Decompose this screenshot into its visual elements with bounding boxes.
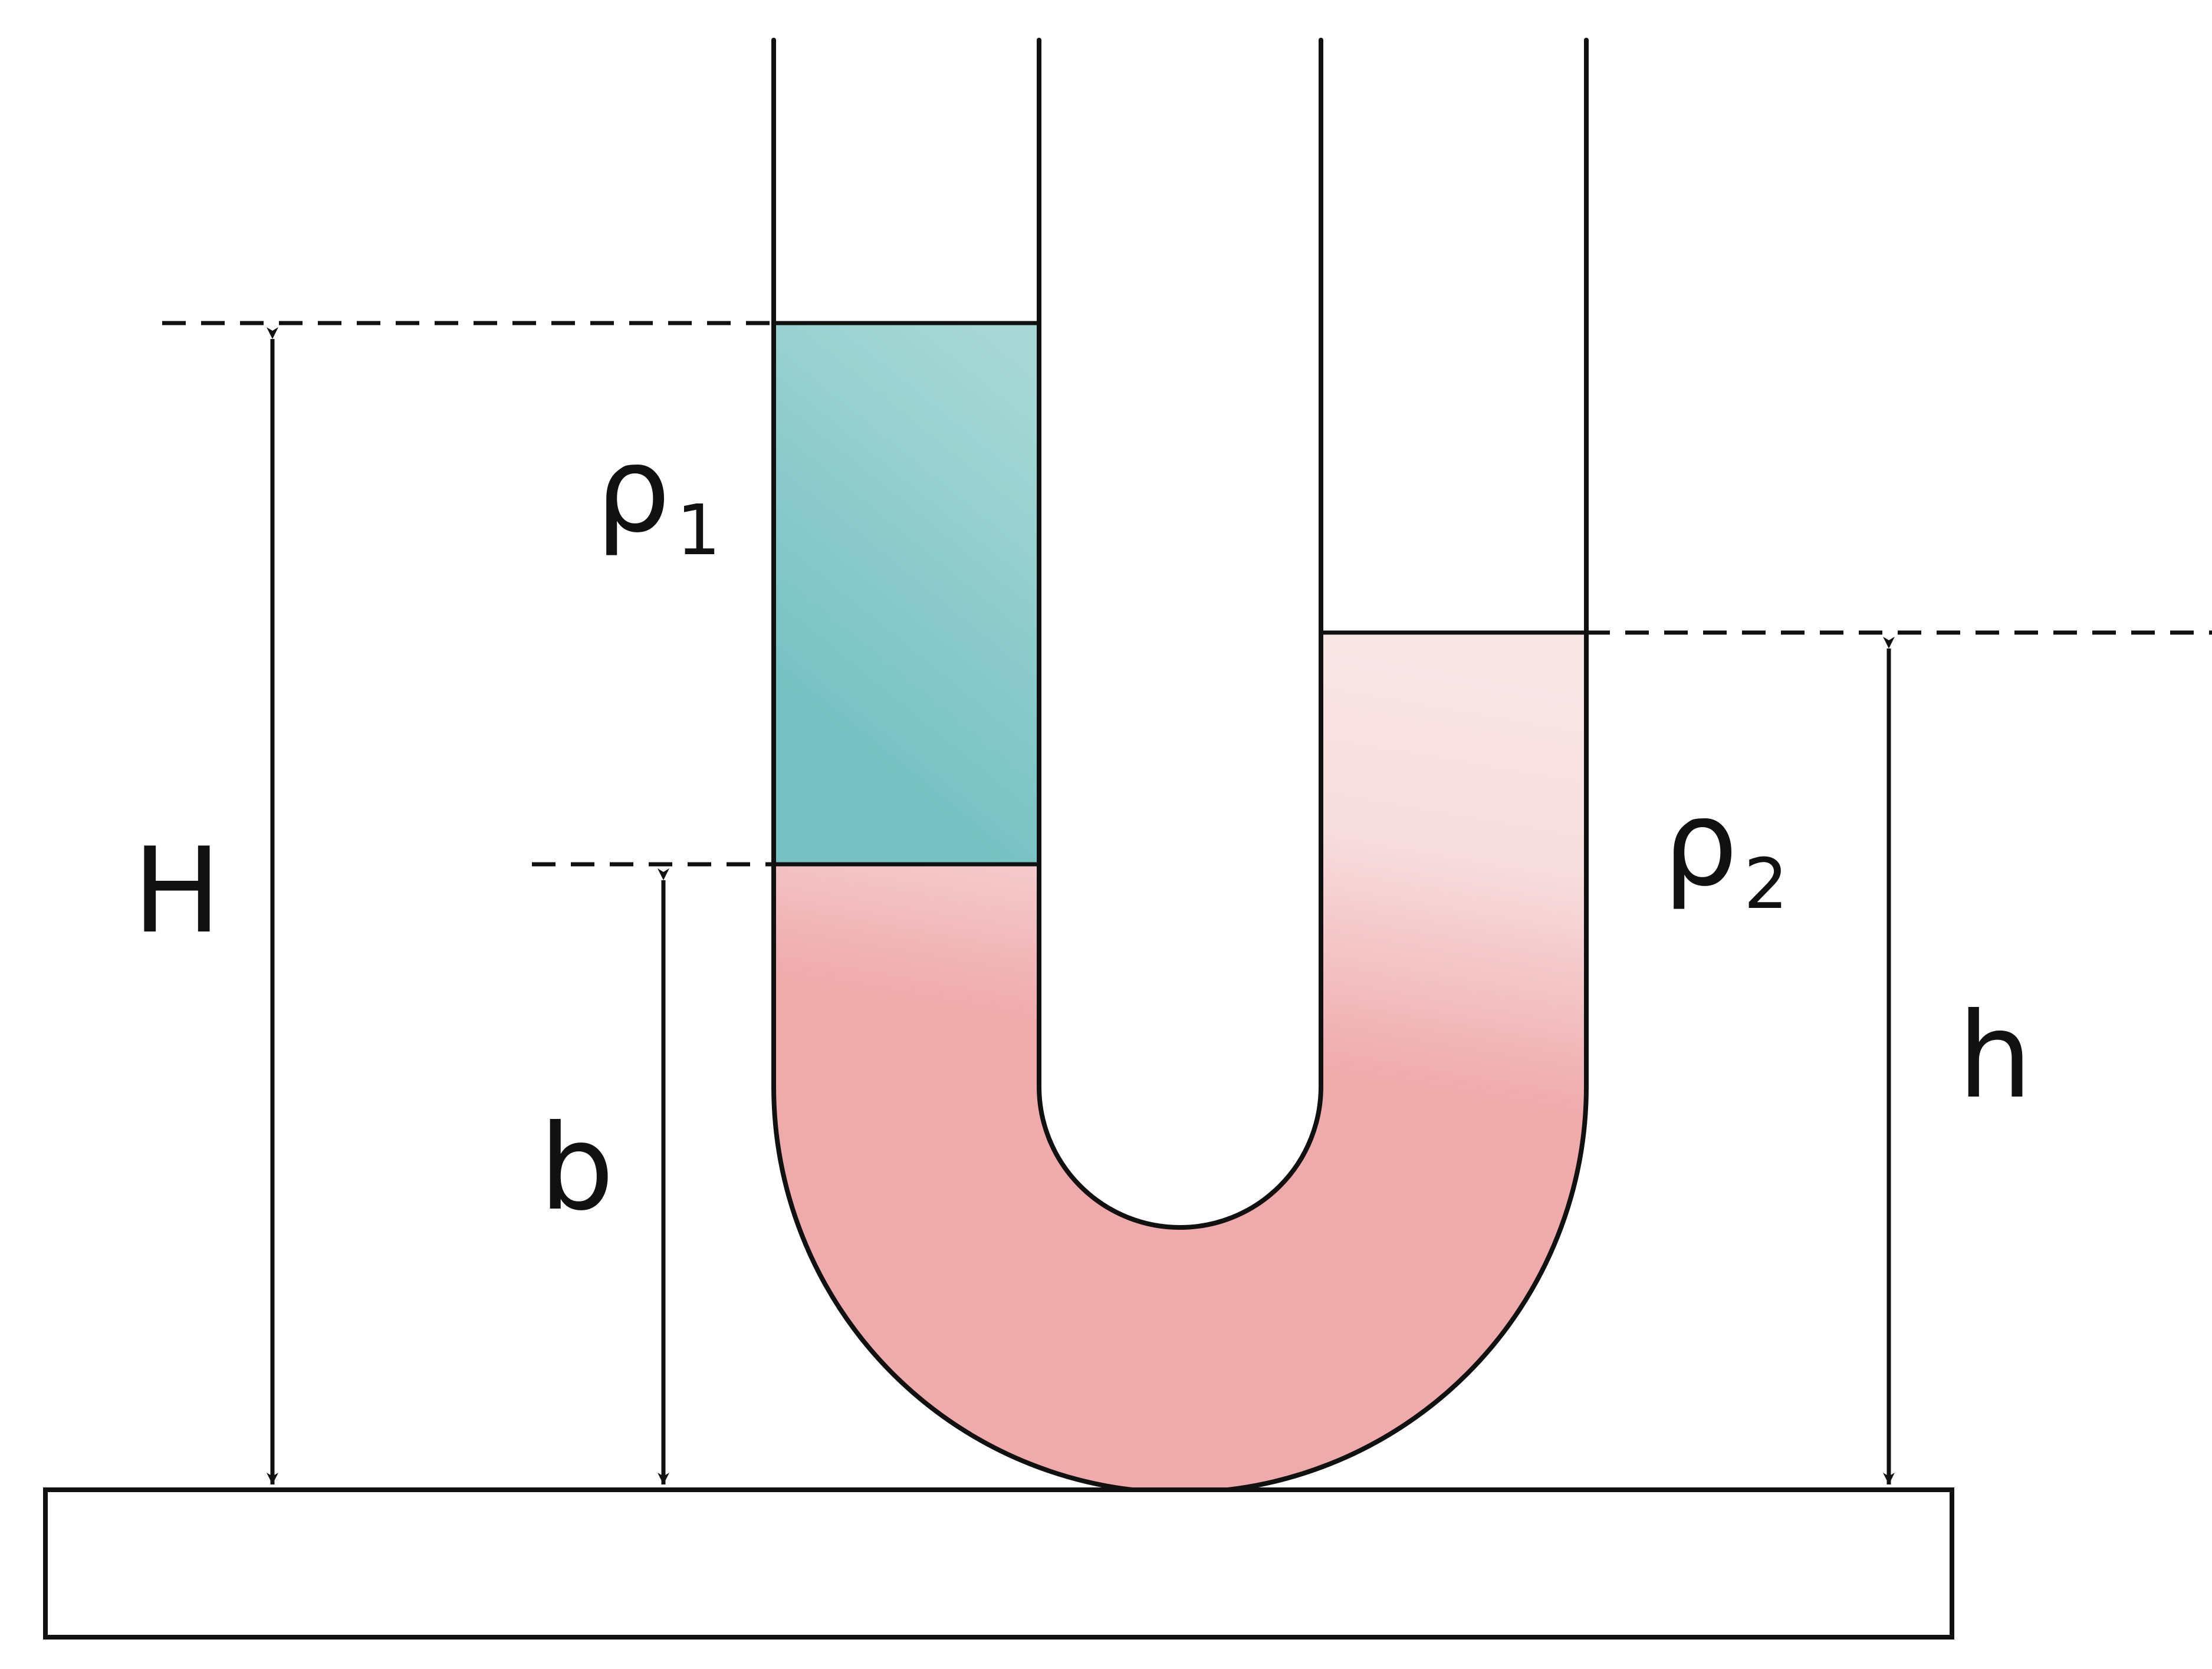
rho2-label: ρ2 xyxy=(1663,775,1788,924)
h-label: h xyxy=(1958,987,2033,1125)
rho1-label: ρ1 xyxy=(596,422,721,571)
liquid2-fill xyxy=(774,633,1586,1493)
liquid1-fill xyxy=(774,323,1039,864)
b-label: b xyxy=(540,1100,614,1237)
rho1-subscript: 1 xyxy=(676,489,721,571)
rho2-symbol: ρ xyxy=(1663,775,1738,913)
rho2-subscript: 2 xyxy=(1744,843,1788,924)
H-label: H xyxy=(133,822,221,960)
rho1-symbol: ρ xyxy=(596,422,670,559)
u-tube-inner-wall xyxy=(1037,38,1323,1230)
base-block xyxy=(43,1487,1954,1640)
